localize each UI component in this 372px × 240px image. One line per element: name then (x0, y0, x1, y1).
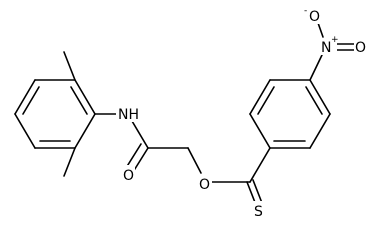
thiocarbonyl (246, 147, 271, 206)
structure-diagram: NH O O S N + O - O (14, 6, 368, 220)
ring-bond (74, 113, 96, 149)
thiocarbonyl-to-ring-bond (249, 147, 271, 183)
ring-double-bond-inner (70, 86, 88, 115)
atom-o-carbonyl: O (122, 165, 135, 184)
ring-double-bond-inner (305, 86, 323, 115)
atom-label-o-nitro-right: O (355, 40, 366, 56)
ring-bond (74, 79, 96, 115)
carbonyl-double-bond (125, 143, 142, 169)
atom-n-nitro: N + (320, 35, 339, 56)
ring-double-bond-inner (22, 86, 40, 115)
atom-label-s: S (254, 204, 263, 220)
dimethylphenyl-ring (14, 51, 96, 177)
molecule-drawing: NH O O S N + O - O (14, 6, 368, 220)
methyl-bond-bottom (63, 147, 76, 177)
atom-s-thione: S (253, 201, 266, 220)
amide-linker (94, 113, 251, 183)
charge-minus: - (304, 6, 307, 16)
methyl-bond-top (63, 51, 76, 81)
atom-label-o-ester: O (199, 177, 210, 193)
atom-label-o-nitro-top: O (309, 9, 320, 25)
ring-double-bond-inner (257, 86, 275, 115)
atom-o-nitro-right: O (354, 38, 368, 56)
ring-bond (249, 79, 271, 115)
carbonyl-double-bond (132, 147, 149, 173)
atom-o-ester: O (198, 174, 212, 193)
ch2-to-ester-o-bond (187, 147, 202, 174)
atom-o-nitro-top: O - (303, 6, 323, 25)
atom-label-nh: NH (118, 107, 139, 123)
ring-bond (309, 113, 331, 149)
ring-to-nitro-bond (309, 54, 323, 81)
ring-bond (309, 79, 331, 115)
ring-bond (249, 113, 271, 149)
nitrophenyl-ring (249, 54, 331, 149)
atom-label-o-carbonyl: O (123, 168, 134, 184)
atom-nh: NH (116, 104, 139, 123)
nh-to-carbonyl-bond (131, 120, 149, 149)
charge-plus: + (331, 35, 339, 45)
atom-label-n-nitro: N (321, 40, 331, 56)
ring-bond (14, 79, 36, 115)
ring-bond (14, 113, 36, 149)
thione-double-bond (252, 179, 263, 204)
